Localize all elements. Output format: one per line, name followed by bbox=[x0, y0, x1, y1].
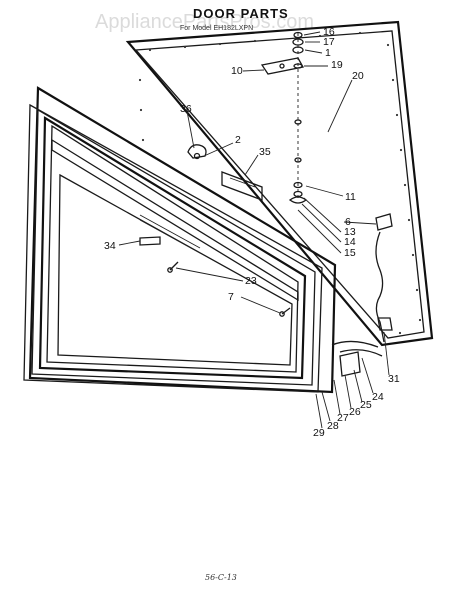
callout-34: 34 bbox=[104, 240, 116, 252]
part-31-wire bbox=[375, 231, 393, 343]
callout-10: 10 bbox=[231, 65, 243, 77]
callout-6: 6 bbox=[345, 216, 351, 228]
callout-1: 1 bbox=[325, 47, 331, 59]
callout-29: 29 bbox=[313, 427, 325, 439]
callout-36: 36 bbox=[180, 103, 192, 115]
callout-14: 14 bbox=[344, 236, 356, 248]
back-panel bbox=[125, 20, 434, 347]
callout-7: 7 bbox=[228, 291, 234, 303]
callout-23: 23 bbox=[245, 275, 257, 287]
screws bbox=[167, 261, 291, 317]
callout-15: 15 bbox=[344, 247, 356, 259]
callout-27: 27 bbox=[337, 412, 349, 424]
part-34-plate bbox=[139, 236, 161, 246]
callouts: 16 17 1 19 20 10 36 2 35 11 6 13 14 15 3… bbox=[104, 26, 400, 439]
watermark: AppliancePartsPros.com bbox=[95, 11, 314, 33]
part-6-latch bbox=[375, 213, 393, 231]
heater-clip-group bbox=[331, 340, 383, 377]
callout-26: 26 bbox=[349, 406, 361, 418]
front-door-frame bbox=[23, 86, 337, 394]
part-35-bracket bbox=[221, 171, 263, 201]
leader-lines bbox=[118, 31, 390, 429]
callout-11: 11 bbox=[345, 191, 356, 203]
diagram-title: DOOR PARTS bbox=[193, 6, 289, 21]
callout-16: 16 bbox=[323, 26, 335, 38]
callout-2: 2 bbox=[235, 134, 241, 146]
footer-code: 56-C-13 bbox=[205, 573, 237, 582]
callout-28: 28 bbox=[327, 420, 339, 432]
callout-25: 25 bbox=[360, 399, 372, 411]
part-10-plate bbox=[260, 57, 305, 75]
callout-13: 13 bbox=[344, 226, 356, 238]
callout-17: 17 bbox=[323, 36, 335, 48]
hinge-stack bbox=[288, 31, 308, 204]
part-36-switch bbox=[187, 144, 207, 160]
callout-19: 19 bbox=[331, 59, 343, 71]
callout-35: 35 bbox=[259, 146, 271, 158]
callout-31: 31 bbox=[388, 373, 400, 385]
diagram-subtitle: For Model EH182LXPN bbox=[180, 25, 253, 32]
callout-20: 20 bbox=[352, 70, 364, 82]
callout-24: 24 bbox=[372, 391, 384, 403]
